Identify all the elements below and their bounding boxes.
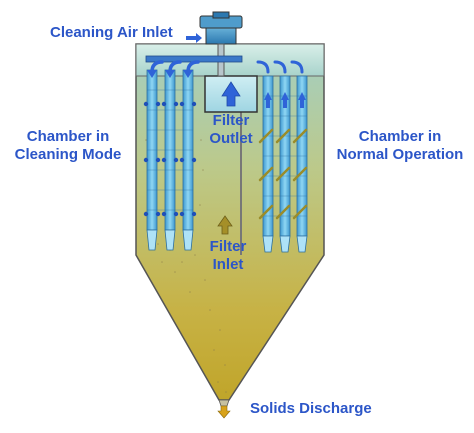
chamber-cleaning-mode-label: Chamber in Cleaning Mode	[4, 128, 132, 164]
chamber-cleaning-line-1: Chamber in	[26, 128, 110, 145]
discharge-nozzle	[218, 399, 230, 407]
cleaning-chamber-bags	[143, 60, 200, 251]
chamber-normal-line-2: Normal Operation	[336, 146, 464, 163]
filter-outlet-line-1: Filter	[212, 112, 250, 129]
filter-inlet-line-2: Inlet	[212, 256, 244, 273]
filter-inlet-line-1: Filter	[209, 238, 247, 255]
normal-operation-bags	[256, 60, 308, 253]
inlet-arrow-icon	[186, 33, 202, 43]
filter-outlet-line-2: Outlet	[209, 130, 253, 147]
chamber-cleaning-line-2: Cleaning Mode	[14, 146, 122, 163]
chamber-normal-line-1: Chamber in	[358, 128, 442, 145]
cleaning-air-inlet-label: Cleaning Air Inlet	[50, 24, 173, 41]
flow-up-arrow-icon	[221, 81, 241, 107]
solids-discharge-label: Solids Discharge	[250, 400, 372, 417]
flow-up-arrow-icon	[217, 215, 233, 235]
filter-outlet-label: Filter Outlet	[198, 112, 264, 148]
discharge-arrow-icon	[217, 405, 231, 419]
chamber-normal-operation-label: Chamber in Normal Operation	[328, 128, 472, 164]
filter-inlet-label: Filter Inlet	[198, 238, 258, 274]
